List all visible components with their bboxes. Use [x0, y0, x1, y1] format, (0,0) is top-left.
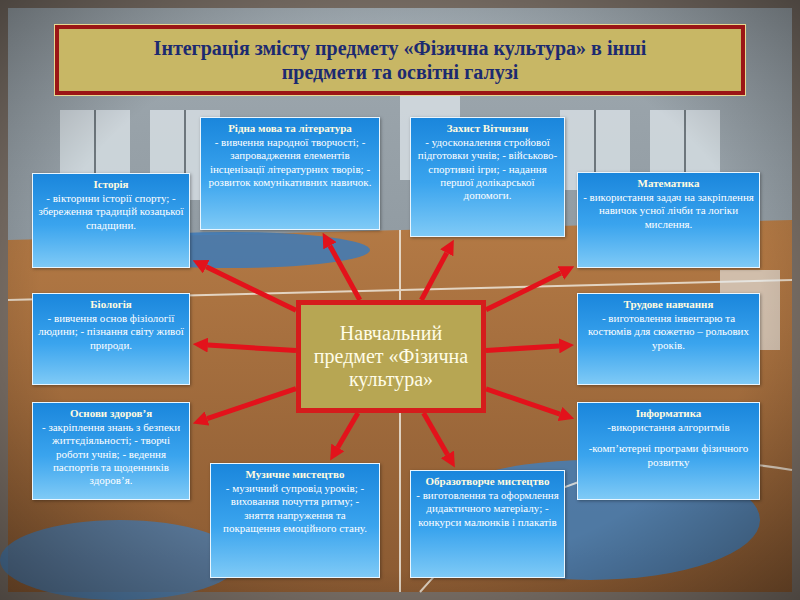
subject-description: - вивчення народної творчості; - запрова… [206, 136, 374, 189]
subject-box: Музичне мистецтво- музичний супровід уро… [210, 463, 380, 578]
arrow-connector [421, 253, 446, 300]
central-subject-text: Навчальний предмет «Фізична культура» [309, 322, 473, 391]
title-banner: Інтеграція змісту предмету «Фізична куль… [55, 25, 745, 95]
subject-heading: Рідна мова та література [206, 122, 374, 135]
subject-box: Історія- вікторини історії спорту; - збе… [32, 173, 190, 268]
title-text: Інтеграція змісту предмету «Фізична куль… [140, 36, 660, 84]
subject-description: -використання алгоритмів [583, 421, 754, 434]
subject-box: Математика- використання задач на закріп… [577, 172, 760, 268]
arrow-connector [208, 345, 296, 351]
subject-heading: Біологія [38, 298, 184, 311]
subject-description: - закріплення знань з безпеки життєдіяль… [38, 421, 184, 487]
central-subject-box: Навчальний предмет «Фізична культура» [296, 300, 486, 413]
subject-heading: Трудове навчання [583, 298, 754, 311]
subject-box: Трудове навчання- виготовлення інвентарю… [577, 293, 760, 385]
subject-heading: Основи здоров’я [38, 407, 184, 420]
subject-box: Захист Вітчизни- удосконалення стройової… [410, 117, 565, 237]
subject-description: - музичний супровід уроків; - виховання … [216, 482, 374, 535]
subject-box: Біологія- вивчення основ фізіології люди… [32, 293, 190, 385]
subject-description: - удосконалення стройової підготовки учн… [416, 136, 559, 202]
subject-heading: Образотворче мистецтво [416, 475, 559, 488]
arrow-connector [486, 273, 561, 310]
subject-description: - виготовлення та оформлення дидактичног… [416, 489, 559, 529]
arrow-connector [330, 246, 360, 300]
subject-description: - виготовлення інвентарю та костюмів для… [583, 312, 754, 352]
subject-description: - вікторини історії спорту; - збереження… [38, 192, 184, 232]
arrow-connector [486, 346, 559, 351]
subject-box: Рідна мова та література- вивчення народ… [200, 117, 380, 230]
arrow-connector [424, 413, 448, 454]
subject-box: Образотворче мистецтво- виготовлення та … [410, 470, 565, 578]
arrow-connector [338, 413, 358, 447]
subject-box: Основи здоров’я- закріплення знань з без… [32, 402, 190, 500]
subject-description: - використання задач на закріплення нави… [583, 191, 754, 231]
subject-heading: Інформатика [583, 407, 754, 420]
subject-box: Інформатика-використання алгоритмів -комп… [577, 402, 760, 500]
arrow-connector [206, 267, 296, 311]
arrow-connector [486, 389, 560, 414]
subject-description: -комп’ютерні програми фізичного розвитку [583, 442, 754, 468]
subject-heading: Захист Вітчизни [416, 122, 559, 135]
arrow-connector [207, 389, 296, 419]
subject-heading: Музичне мистецтво [216, 468, 374, 481]
subject-heading: Історія [38, 178, 184, 191]
subject-heading: Математика [583, 177, 754, 190]
subject-description: - вивчення основ фізіології людини; - пі… [38, 312, 184, 352]
